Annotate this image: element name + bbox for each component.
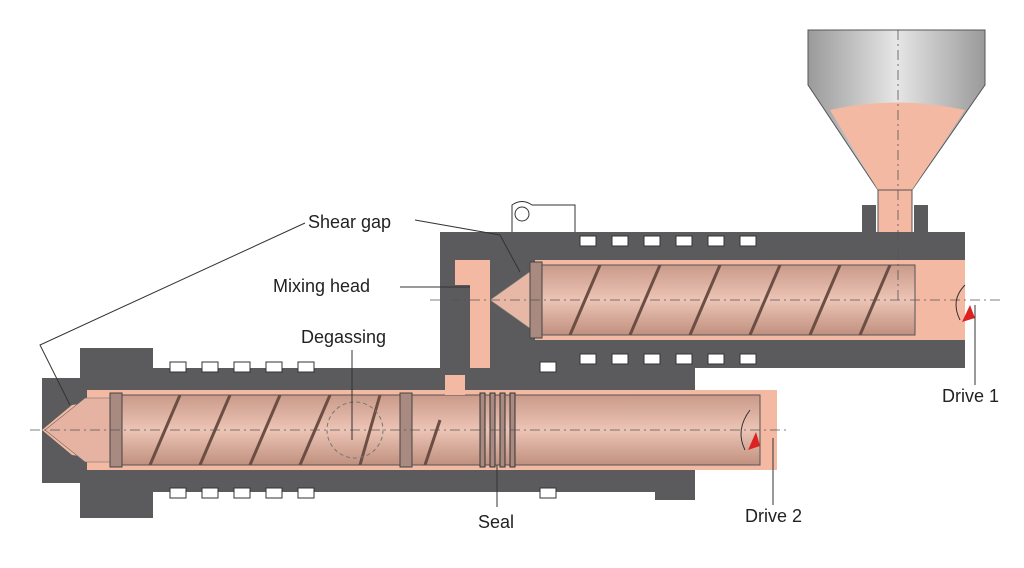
label-degassing: Degassing <box>301 327 387 347</box>
lower-barrel <box>30 348 790 518</box>
label-mixing-head: Mixing head <box>273 276 371 296</box>
upper-barrel <box>430 30 1000 395</box>
label-seal: Seal <box>478 512 515 532</box>
label-shear-gap: Shear gap <box>308 212 392 232</box>
label-drive-1: Drive 1 <box>942 386 1000 406</box>
leader-lines <box>39 219 976 507</box>
label-drive-2: Drive 2 <box>745 506 803 526</box>
